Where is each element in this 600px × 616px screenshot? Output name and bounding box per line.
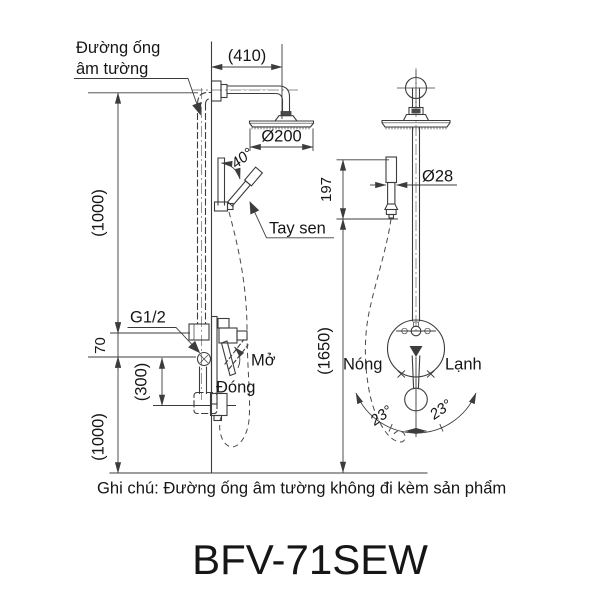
head-connector-nut xyxy=(280,111,292,117)
handshower-neck-front xyxy=(387,181,396,205)
lever-swing-arrow xyxy=(234,346,245,369)
dim-300-label: (300) xyxy=(133,363,151,402)
arm-wall-flange xyxy=(210,80,222,102)
handshower-holder xyxy=(213,201,229,212)
dim-1000-top-label: (1000) xyxy=(90,189,108,237)
handshower-base-front xyxy=(385,208,397,216)
side-screws xyxy=(397,370,435,378)
mo-label: Mở xyxy=(251,352,276,370)
handshower-nub-front xyxy=(388,213,395,219)
dim-410-label: (410) xyxy=(228,47,267,65)
hidden-elbow xyxy=(193,391,218,415)
riser-pipe-front xyxy=(411,126,421,322)
dim-1650-label: (1650) xyxy=(316,327,334,375)
hose-side xyxy=(219,211,251,448)
diverter-stem xyxy=(413,321,419,327)
lower-pipe xyxy=(198,366,208,395)
flange-stem xyxy=(411,87,421,109)
lever-closed xyxy=(220,340,237,377)
rain-head-front-nozzles xyxy=(385,127,447,130)
lever-pivot xyxy=(409,346,423,357)
leader-tay-sen xyxy=(249,201,334,239)
concealed-pipe xyxy=(196,91,213,324)
nong-label: Nóng xyxy=(343,356,382,374)
front-view-dimensions xyxy=(336,159,457,474)
valve-inlet-fitting xyxy=(188,323,210,341)
shower-arm xyxy=(226,85,291,113)
union-nut-cross xyxy=(199,354,209,364)
angle-23-right-label: 23° xyxy=(426,396,455,424)
diverter-end-left xyxy=(401,327,408,335)
arm-flange-nut xyxy=(220,83,228,99)
handshower-flare-front xyxy=(384,203,399,211)
flange-crosshair xyxy=(397,70,435,107)
ext-197 xyxy=(336,159,398,220)
spout-tip xyxy=(213,414,223,422)
lever-shaft-front xyxy=(411,355,421,390)
labels: Đường ống âm tường (410) Ø200 40° Tay se… xyxy=(76,39,506,583)
leader-concealed-pipe xyxy=(74,78,202,116)
dim-1000-bottom-label: (1000) xyxy=(90,413,108,461)
rain-head-side xyxy=(248,120,315,128)
side-view-dimensions xyxy=(74,44,334,474)
handshower-grip-front xyxy=(385,156,398,184)
g12-label: G1/2 xyxy=(130,309,166,327)
model-title: BFV-71SEW xyxy=(192,536,428,583)
handshower-joint-line xyxy=(245,180,251,186)
handshower-handle-side xyxy=(226,180,252,207)
rain-head-nozzles xyxy=(251,127,310,130)
slide-bar xyxy=(217,157,226,206)
valve-escutcheon-side xyxy=(210,315,218,405)
head-nut-dark xyxy=(411,108,421,114)
valve-body-side xyxy=(218,327,238,344)
swing-arc-ticks xyxy=(388,423,444,432)
dim-197-label: 197 xyxy=(318,177,335,202)
handshower-head-side xyxy=(243,166,264,187)
leader-g12 xyxy=(127,327,201,354)
dim-70-label: 70 xyxy=(92,337,109,354)
head-cone xyxy=(273,115,299,122)
angle-40-arc xyxy=(220,160,241,180)
diverter-end-right xyxy=(424,327,431,335)
tay-sen-label: Tay sen xyxy=(269,220,326,238)
concealed-pipe-label-line1: Đường ống xyxy=(76,39,160,57)
valve-top-fitting xyxy=(217,317,230,329)
front-view xyxy=(355,68,477,443)
diverter-knob-side xyxy=(236,330,248,341)
dim-28-label: Ø28 xyxy=(422,168,453,186)
dong-label: Đóng xyxy=(216,379,255,397)
centerlines xyxy=(192,88,301,400)
note-text: Ghi chú: Đường ống âm tường không đi kèm… xyxy=(97,479,506,498)
angle-40-label: 40° xyxy=(228,145,256,172)
union-nut xyxy=(196,351,212,367)
lever-open-dashed xyxy=(224,339,249,370)
dim-200-label: Ø200 xyxy=(261,128,301,146)
lanh-label: Lạnh xyxy=(445,356,482,374)
side-view xyxy=(188,41,315,474)
concealed-pipe-label-line2: âm tường xyxy=(76,60,148,78)
